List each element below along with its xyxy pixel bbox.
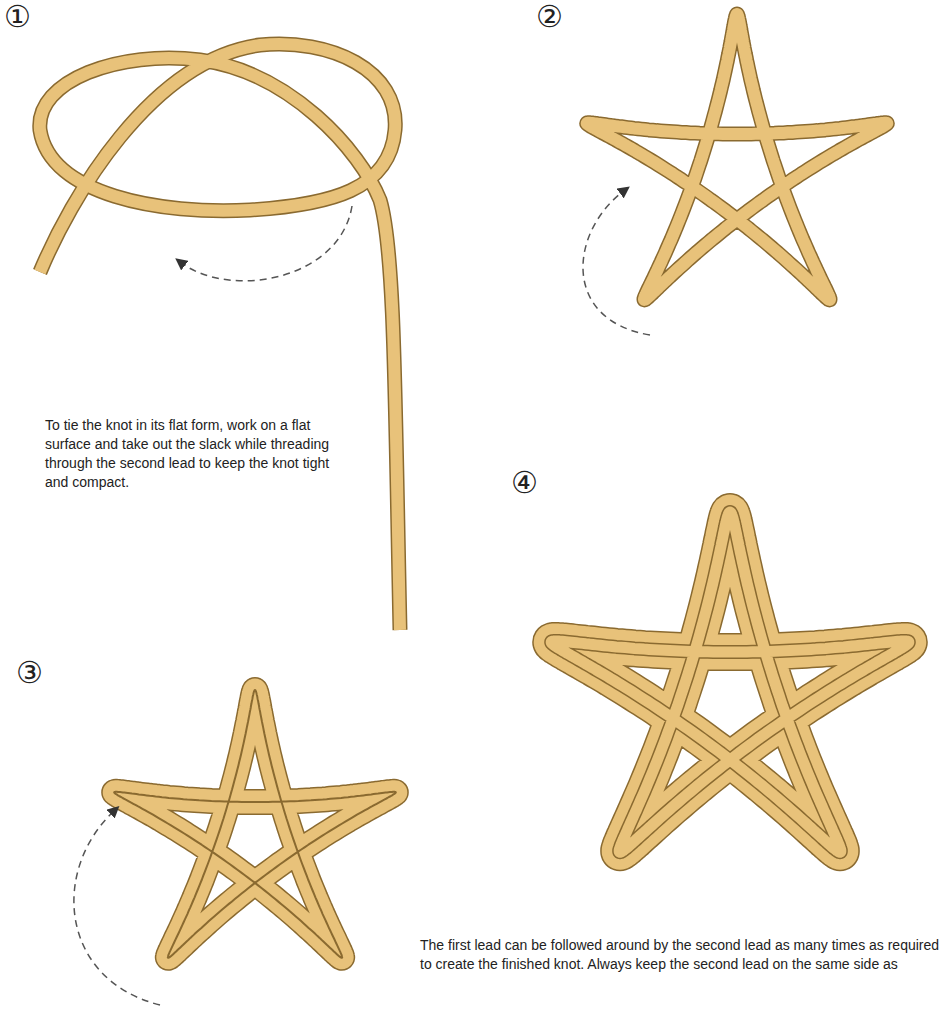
rope-strand xyxy=(114,690,396,958)
rope-strand xyxy=(587,14,888,300)
instruction-note: To tie the knot in its flat form, work o… xyxy=(45,416,355,492)
knot-step-4 xyxy=(551,512,909,852)
rope-strand xyxy=(114,690,396,958)
step-number: ③ xyxy=(16,656,43,690)
rope-strand xyxy=(551,512,909,852)
rope-strand xyxy=(114,690,396,958)
rope-strand xyxy=(551,512,909,852)
step-number: ④ xyxy=(511,466,538,500)
rope-step-1 xyxy=(40,44,400,630)
rope-strand xyxy=(551,512,909,852)
knot-step-3 xyxy=(114,690,396,958)
instruction-note: The first lead can be followed around by… xyxy=(420,936,945,974)
rope-strand xyxy=(551,512,909,852)
knot-step-2 xyxy=(587,14,888,300)
threading-arrows xyxy=(74,190,650,1005)
step-number: ② xyxy=(536,0,563,34)
step-number: ① xyxy=(4,0,31,34)
rope-strand xyxy=(587,14,888,300)
